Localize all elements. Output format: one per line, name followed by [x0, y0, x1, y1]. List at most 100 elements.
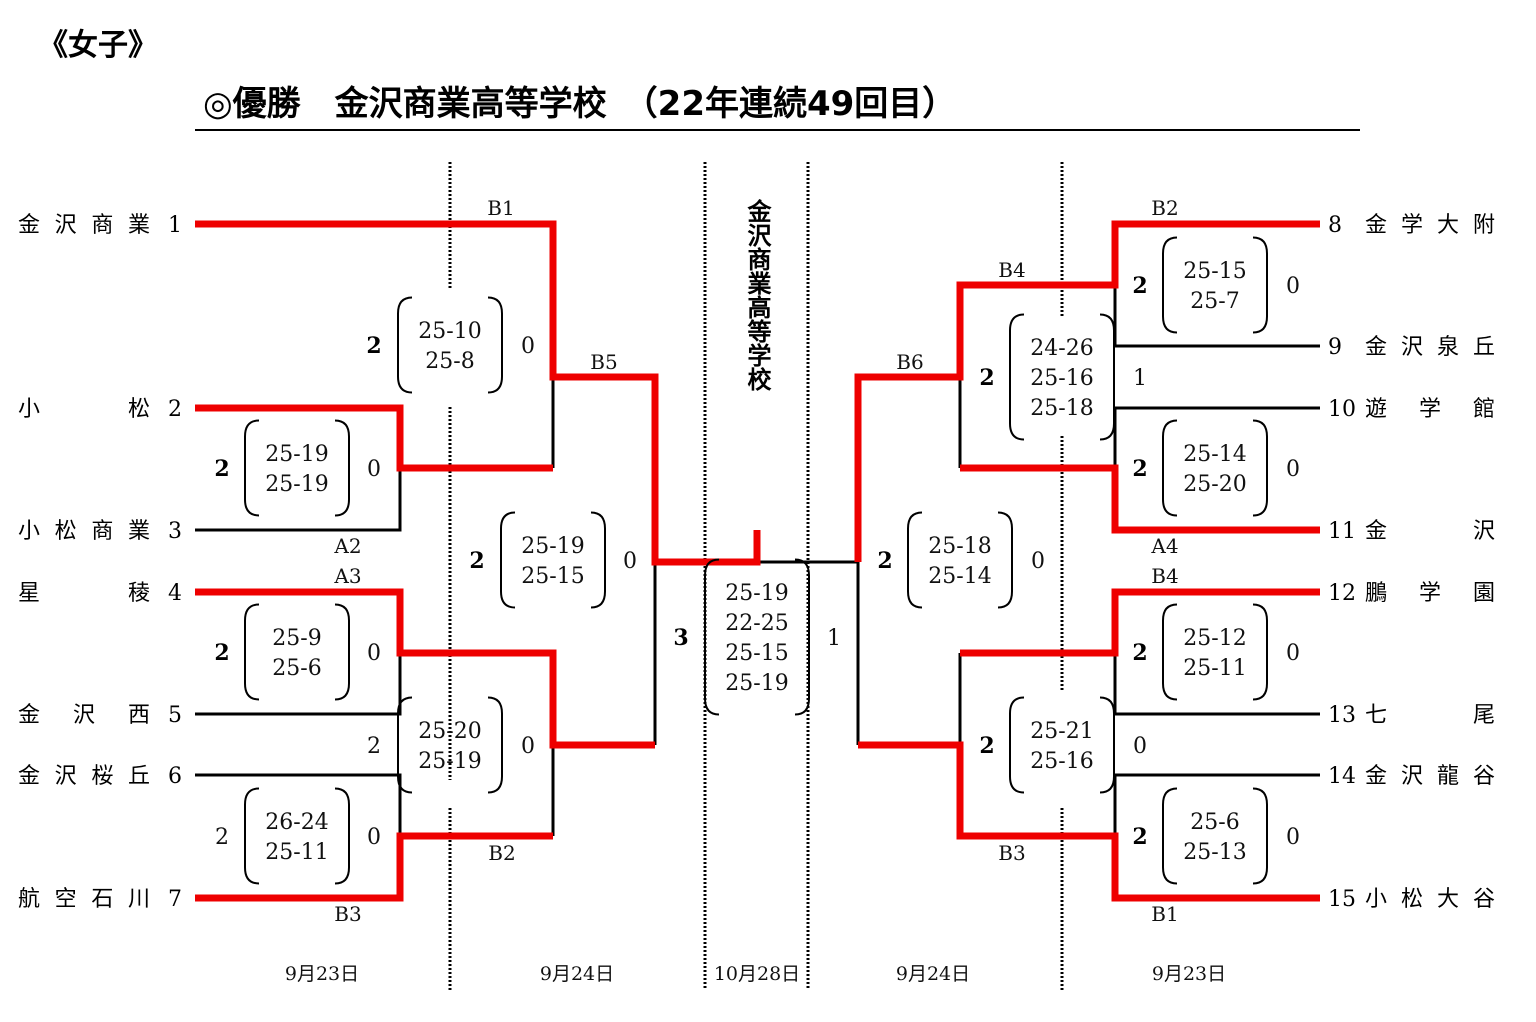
- winner-sets: 2: [214, 456, 229, 482]
- score-bracket: [1162, 603, 1268, 701]
- winner-sets: 2: [1132, 824, 1147, 850]
- winner-sets: 2: [366, 333, 381, 359]
- set-score: 25-19: [521, 534, 584, 559]
- loser-sets: 0: [1031, 549, 1045, 574]
- round-date: 9月23日: [285, 963, 359, 985]
- court-label: B2: [1151, 196, 1178, 220]
- team-name: 金沢龍谷: [1365, 764, 1495, 789]
- set-score: 25-18: [1030, 396, 1093, 421]
- set-score: 25-19: [265, 472, 328, 497]
- team-seed: 9: [1328, 335, 1342, 360]
- team-name: 小松大谷: [1365, 887, 1495, 912]
- score-bracket: [244, 787, 350, 885]
- set-score: 25-13: [1183, 840, 1246, 865]
- round-date: 10月28日: [714, 963, 800, 985]
- court-label: B5: [590, 350, 617, 374]
- team-seed: 10: [1328, 397, 1356, 422]
- team-seed: 15: [1328, 887, 1356, 912]
- score-bracket: [1009, 696, 1115, 794]
- team-seed: 8: [1328, 213, 1342, 238]
- score-bracket: [244, 419, 350, 517]
- set-score: 25-19: [418, 749, 481, 774]
- set-score: 25-16: [1030, 366, 1093, 391]
- team-seed: 11: [1328, 519, 1356, 544]
- set-score: 25-15: [1183, 259, 1246, 284]
- score-bracket: [907, 511, 1013, 609]
- set-score: 22-25: [725, 611, 788, 636]
- team-name: 小松: [18, 397, 150, 422]
- team-name: 星稜: [18, 581, 150, 606]
- team-seed: 7: [168, 887, 182, 912]
- round-date: 9月23日: [1152, 963, 1226, 985]
- set-score: 25-11: [1183, 656, 1246, 681]
- score-bracket: [704, 558, 810, 716]
- team-name: 遊学館: [1365, 397, 1495, 422]
- team-name: 金沢: [1365, 519, 1495, 544]
- set-score: 25-19: [725, 671, 788, 696]
- set-score: 25-6: [272, 656, 321, 681]
- court-label: A4: [1150, 534, 1178, 558]
- team-seed: 12: [1328, 581, 1356, 606]
- team-name: 金学大附: [1365, 213, 1495, 238]
- set-score: 25-10: [418, 319, 481, 344]
- winner-sets: 2: [469, 548, 484, 574]
- team-seed: 5: [168, 703, 182, 728]
- winner-sets: 2: [214, 640, 229, 666]
- winner-sets: 2: [367, 734, 381, 759]
- loser-sets: 0: [1286, 274, 1300, 299]
- court-label: A2: [333, 534, 361, 558]
- loser-sets: 1: [827, 626, 841, 651]
- court-label: B4: [1151, 564, 1178, 588]
- loser-sets: 0: [1133, 734, 1147, 759]
- loser-sets: 0: [521, 334, 535, 359]
- winner-sets: 2: [979, 733, 994, 759]
- team-seed: 6: [168, 764, 182, 789]
- loser-sets: 0: [521, 734, 535, 759]
- set-score: 25-15: [725, 641, 788, 666]
- champion-vertical-name: 金沢商業高等学校: [743, 198, 772, 392]
- set-score: 25-18: [928, 534, 991, 559]
- set-score: 25-16: [1030, 749, 1093, 774]
- set-score: 25-19: [725, 581, 788, 606]
- bracket-lines: [195, 220, 1320, 902]
- team-seed: 13: [1328, 703, 1356, 728]
- score-bracket: [1162, 236, 1268, 334]
- court-label: B6: [896, 350, 923, 374]
- team-name: 航空石川: [18, 887, 150, 912]
- loser-sets: 1: [1133, 366, 1147, 391]
- set-score: 25-15: [521, 564, 584, 589]
- round-date: 9月24日: [896, 963, 970, 985]
- loser-sets: 0: [367, 825, 381, 850]
- team-name: 鵬学園: [1365, 581, 1495, 606]
- loser-sets: 0: [1286, 457, 1300, 482]
- loser-sets: 0: [367, 641, 381, 666]
- match-score: 25-21 25-16 2 0: [979, 696, 1147, 794]
- score-bracket: [500, 511, 606, 609]
- set-score: 25-21: [1030, 719, 1093, 744]
- loser-sets: 0: [623, 549, 637, 574]
- winner-sets: 2: [1132, 456, 1147, 482]
- score-bracket: [1162, 419, 1268, 517]
- set-score: 25-9: [272, 626, 321, 651]
- set-score: 26-24: [265, 810, 328, 835]
- match-score: 25-19 25-15 2 0: [469, 511, 637, 609]
- loser-sets: 0: [1286, 641, 1300, 666]
- winner-sets: 2: [215, 825, 229, 850]
- team-seed: 3: [168, 519, 182, 544]
- set-score: 25-14: [1183, 442, 1246, 467]
- court-label: B3: [998, 841, 1025, 865]
- score-bracket: [244, 603, 350, 701]
- court-label: B4: [998, 258, 1025, 282]
- team-name: 金沢商業: [18, 213, 150, 238]
- score-bracket: [1162, 787, 1268, 885]
- team-name: 金沢西: [18, 703, 150, 728]
- set-score: 25-7: [1190, 289, 1239, 314]
